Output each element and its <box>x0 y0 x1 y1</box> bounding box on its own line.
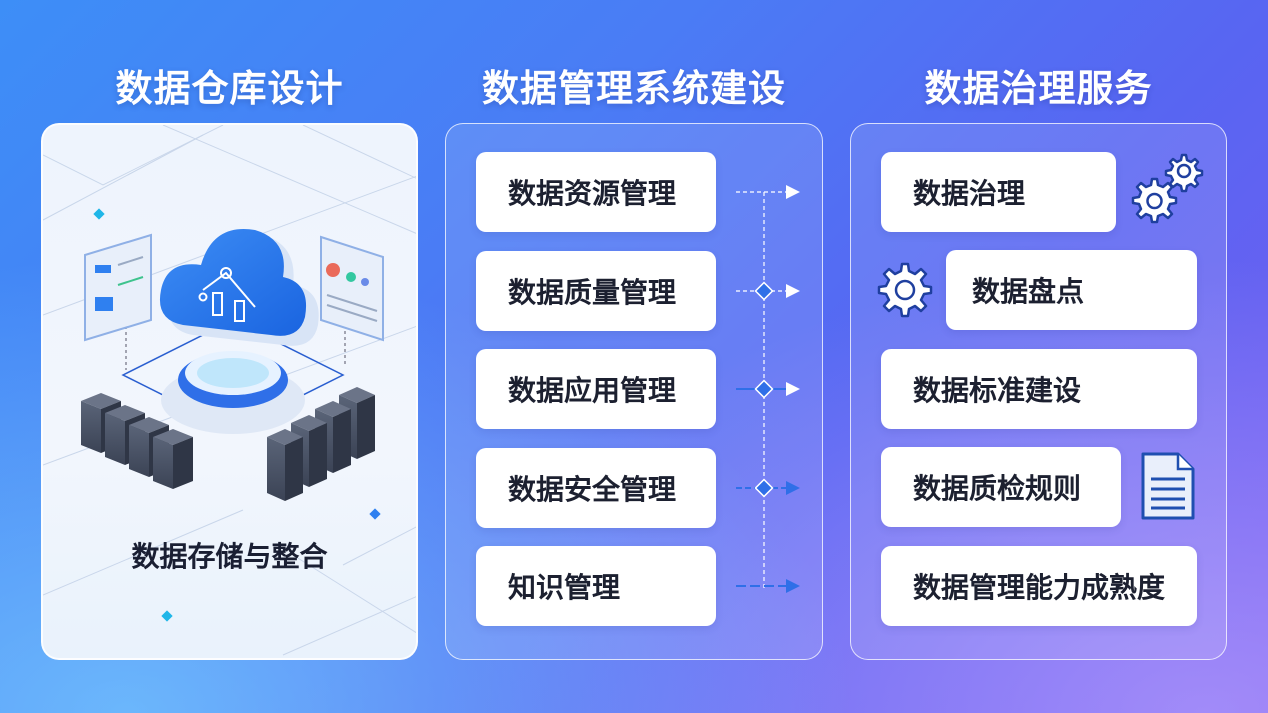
management-system-panel: 数据资源管理 数据质量管理 数据应用管理 数据安全管理 知识管理 <box>445 123 823 660</box>
decor-diamond <box>93 208 105 220</box>
diamond-node-icon <box>754 379 774 399</box>
column-title-management-system: 数据管理系统建设 <box>482 67 786 110</box>
item-data-standards[interactable]: 数据标准建设 <box>881 349 1197 429</box>
arrow-head-icon <box>786 481 800 495</box>
item-quality-rules[interactable]: 数据质检规则 <box>881 447 1121 527</box>
warehouse-illustration <box>43 125 416 656</box>
item-security-management[interactable]: 数据安全管理 <box>476 448 716 528</box>
server-rack-icon <box>267 387 375 501</box>
column-title-warehouse: 数据仓库设计 <box>115 67 344 110</box>
double-gear-icon <box>1131 153 1204 224</box>
connector-flow <box>736 185 800 593</box>
arrow-head-icon <box>786 579 800 593</box>
diamond-node-icon <box>754 478 774 498</box>
governance-panel: 数据治理 数据盘点 数据标准建设 数据质检规则 数据管理能力成熟度 <box>850 123 1227 660</box>
arrow-head-icon <box>786 382 800 396</box>
cloud-analytics-icon <box>159 229 319 346</box>
item-application-management[interactable]: 数据应用管理 <box>476 349 716 429</box>
column-title-governance: 数据治理服务 <box>924 67 1153 110</box>
item-data-inventory[interactable]: 数据盘点 <box>946 250 1197 330</box>
item-knowledge-management[interactable]: 知识管理 <box>476 546 716 626</box>
decor-diamond <box>369 508 381 520</box>
item-maturity[interactable]: 数据管理能力成熟度 <box>881 546 1197 626</box>
document-icon <box>1141 452 1195 520</box>
gear-icon <box>877 262 933 318</box>
arrow-head-icon <box>786 284 800 298</box>
decor-diamond <box>161 610 173 622</box>
item-resource-management[interactable]: 数据资源管理 <box>476 152 716 232</box>
warehouse-panel: 数据存储与整合 <box>41 123 418 660</box>
arrow-head-icon <box>786 185 800 199</box>
dashboard-panel-icon <box>320 235 384 342</box>
warehouse-caption: 数据存储与整合 <box>131 540 328 573</box>
dashboard-panel-icon <box>84 233 152 342</box>
pedestal <box>161 351 305 434</box>
server-rack-icon <box>81 393 193 489</box>
item-data-governance[interactable]: 数据治理 <box>881 152 1116 232</box>
item-quality-management[interactable]: 数据质量管理 <box>476 251 716 331</box>
diamond-node-icon <box>754 281 774 301</box>
